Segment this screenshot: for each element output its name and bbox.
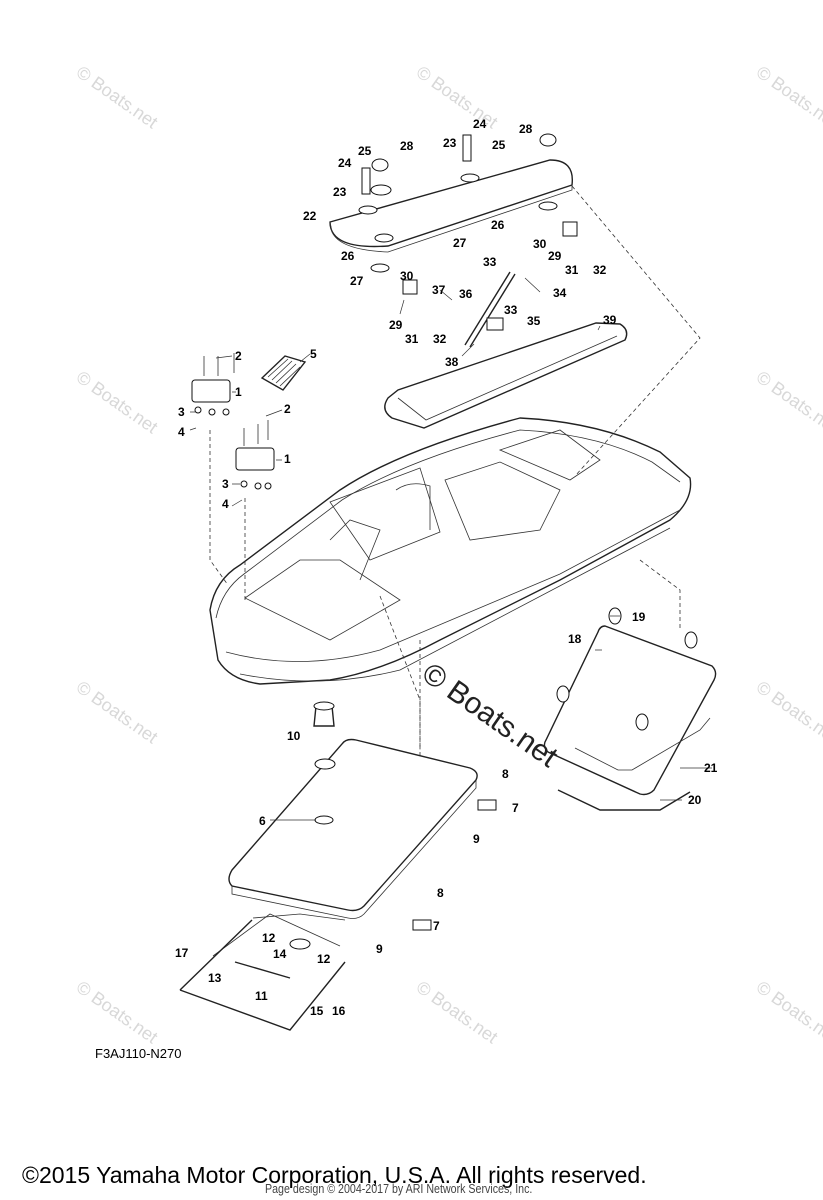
- callout-27: 27: [453, 236, 467, 250]
- watermark: © Boats.net: [413, 977, 502, 1047]
- callout-11: 11: [255, 989, 268, 1003]
- watermark: © Boats.net: [73, 977, 162, 1047]
- callout-38: 38: [445, 355, 459, 369]
- watermark: © Boats.net: [413, 62, 502, 132]
- callout-16: 16: [332, 1004, 346, 1018]
- watermark: © Boats.net: [73, 62, 162, 132]
- mat-5: [260, 355, 307, 391]
- callout-28: 28: [400, 139, 414, 153]
- callout-13: 13: [208, 971, 222, 985]
- callout-7: 7: [433, 919, 440, 933]
- watermark: © Boats.net: [753, 977, 823, 1047]
- callout-3: 3: [178, 405, 185, 419]
- callout-30: 30: [400, 269, 414, 283]
- callout-8: 8: [437, 886, 444, 900]
- callout-29: 29: [548, 249, 562, 263]
- callout-27: 27: [350, 274, 364, 288]
- callout-34: 34: [553, 286, 567, 300]
- callout-32: 32: [433, 332, 447, 346]
- callout-15: 15: [310, 1004, 324, 1018]
- callout-23: 23: [333, 185, 347, 199]
- callout-19: 19: [632, 610, 646, 624]
- upper-seat-lid: [329, 159, 574, 253]
- callout-8: 8: [502, 767, 509, 781]
- callout-5: 5: [310, 347, 317, 361]
- callout-22: 22: [303, 209, 317, 223]
- callout-24: 24: [473, 117, 487, 131]
- callout-24: 24: [338, 156, 352, 170]
- callout-25: 25: [358, 144, 372, 158]
- boat-hull: [209, 417, 692, 685]
- callout-4: 4: [222, 497, 229, 511]
- page-credit: Page design © 2004-2017 by ARI Network S…: [265, 1181, 533, 1196]
- callout-12: 12: [317, 952, 331, 966]
- watermark: © Boats.net: [73, 367, 162, 437]
- callout-37: 37: [432, 283, 446, 297]
- callout-10: 10: [287, 729, 301, 743]
- callout-32: 32: [593, 263, 607, 277]
- copyright-notice: ©2015 Yamaha Motor Corporation, U.S.A. A…: [22, 1162, 647, 1188]
- callout-1: 1: [284, 452, 291, 466]
- callout-2: 2: [235, 349, 242, 363]
- callout-36: 36: [459, 287, 473, 301]
- leader-lines: [189, 277, 712, 821]
- callout-1: 1: [235, 385, 242, 399]
- callout-18: 18: [568, 632, 582, 646]
- callout-31: 31: [405, 332, 419, 346]
- watermark: © Boats.net: [753, 62, 823, 132]
- callout-33: 33: [504, 303, 518, 317]
- callout-17: 17: [175, 946, 189, 960]
- callout-29: 29: [389, 318, 403, 332]
- callout-12: 12: [262, 931, 276, 945]
- callout-25: 25: [492, 138, 506, 152]
- callout-30: 30: [533, 237, 547, 251]
- callout-9: 9: [473, 832, 480, 846]
- hatch-18: [543, 607, 717, 811]
- callout-14: 14: [273, 947, 287, 961]
- callout-21: 21: [704, 761, 718, 775]
- callout-26: 26: [491, 218, 505, 232]
- callout-26: 26: [341, 249, 355, 263]
- watermark-center: © Boats.net: [416, 657, 564, 775]
- watermark: © Boats.net: [73, 677, 162, 747]
- watermark: © Boats.net: [753, 367, 823, 437]
- hatch-6: [179, 701, 497, 1031]
- reference-lines: [209, 185, 701, 755]
- diagram-code: F3AJ110-N270: [95, 1046, 182, 1061]
- callout-35: 35: [527, 314, 541, 328]
- callout-3: 3: [222, 477, 229, 491]
- cleat-hardware: [191, 353, 275, 490]
- callout-2: 2: [284, 402, 291, 416]
- callout-23: 23: [443, 136, 457, 150]
- callout-31: 31: [565, 263, 579, 277]
- callout-33: 33: [483, 255, 497, 269]
- callout-9: 9: [376, 942, 383, 956]
- callout-6: 6: [259, 814, 266, 828]
- watermarks: © Boats.net © Boats.net © Boats.net © Bo…: [73, 62, 823, 1047]
- callout-7: 7: [512, 801, 519, 815]
- hinge-hardware: [361, 133, 578, 348]
- callout-39: 39: [603, 313, 617, 327]
- callout-4: 4: [178, 425, 185, 439]
- gasket: [384, 322, 628, 429]
- callouts: 1 1 2 2 3 3 4 4 5 6 7 7 8 8 9 9 10 11 12…: [175, 117, 718, 1018]
- watermark: © Boats.net: [753, 677, 823, 747]
- callout-28: 28: [519, 122, 533, 136]
- callout-20: 20: [688, 793, 702, 807]
